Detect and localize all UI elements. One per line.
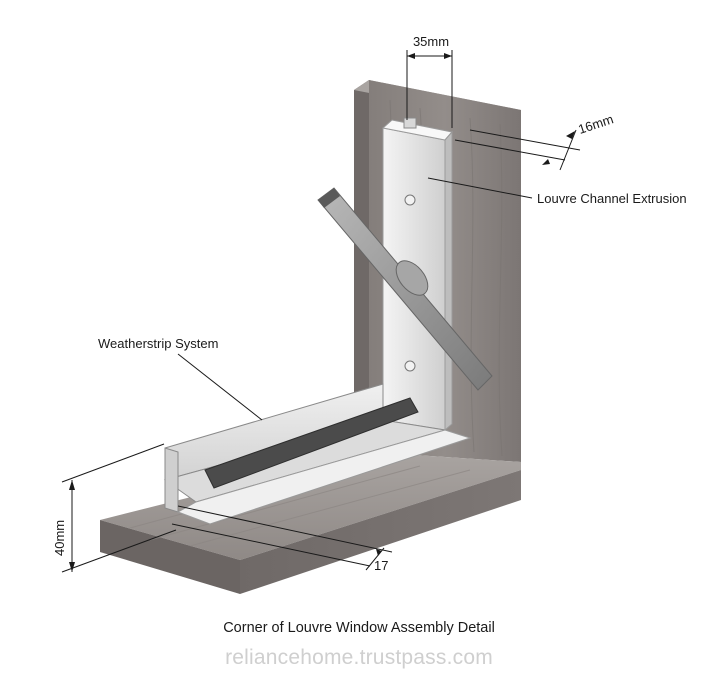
louvre-blade xyxy=(317,187,493,391)
dim-label-16mm: 16mm xyxy=(576,111,615,136)
sill-right xyxy=(240,470,521,594)
dim-label-17: 17 xyxy=(374,558,388,573)
horizontal-sill xyxy=(100,452,521,594)
dim-label-35mm: 35mm xyxy=(413,34,449,49)
dimension-35mm: 35mm xyxy=(406,34,453,128)
sill-front xyxy=(100,520,240,594)
watermark-text: reliancehome.trustpass.com xyxy=(225,646,493,669)
callout-louvre-channel: Louvre Channel Extrusion xyxy=(427,177,687,206)
jamb-side xyxy=(354,80,369,460)
sill-top xyxy=(100,452,521,560)
dimension-17: 17 xyxy=(171,505,393,573)
diagram-caption: Corner of Louvre Window Assembly Detail xyxy=(223,620,495,636)
weatherstrip-seal xyxy=(204,397,419,489)
weatherstrip-system xyxy=(163,383,472,525)
label-louvre-channel: Louvre Channel Extrusion xyxy=(537,191,687,206)
screw-icon xyxy=(404,194,416,206)
callout-weatherstrip: Weatherstrip System xyxy=(98,336,263,421)
dim-label-40mm: 40mm xyxy=(52,520,67,556)
dimension-40mm: 40mm xyxy=(52,443,177,573)
label-weatherstrip: Weatherstrip System xyxy=(98,336,218,351)
screw-icon xyxy=(404,360,416,372)
